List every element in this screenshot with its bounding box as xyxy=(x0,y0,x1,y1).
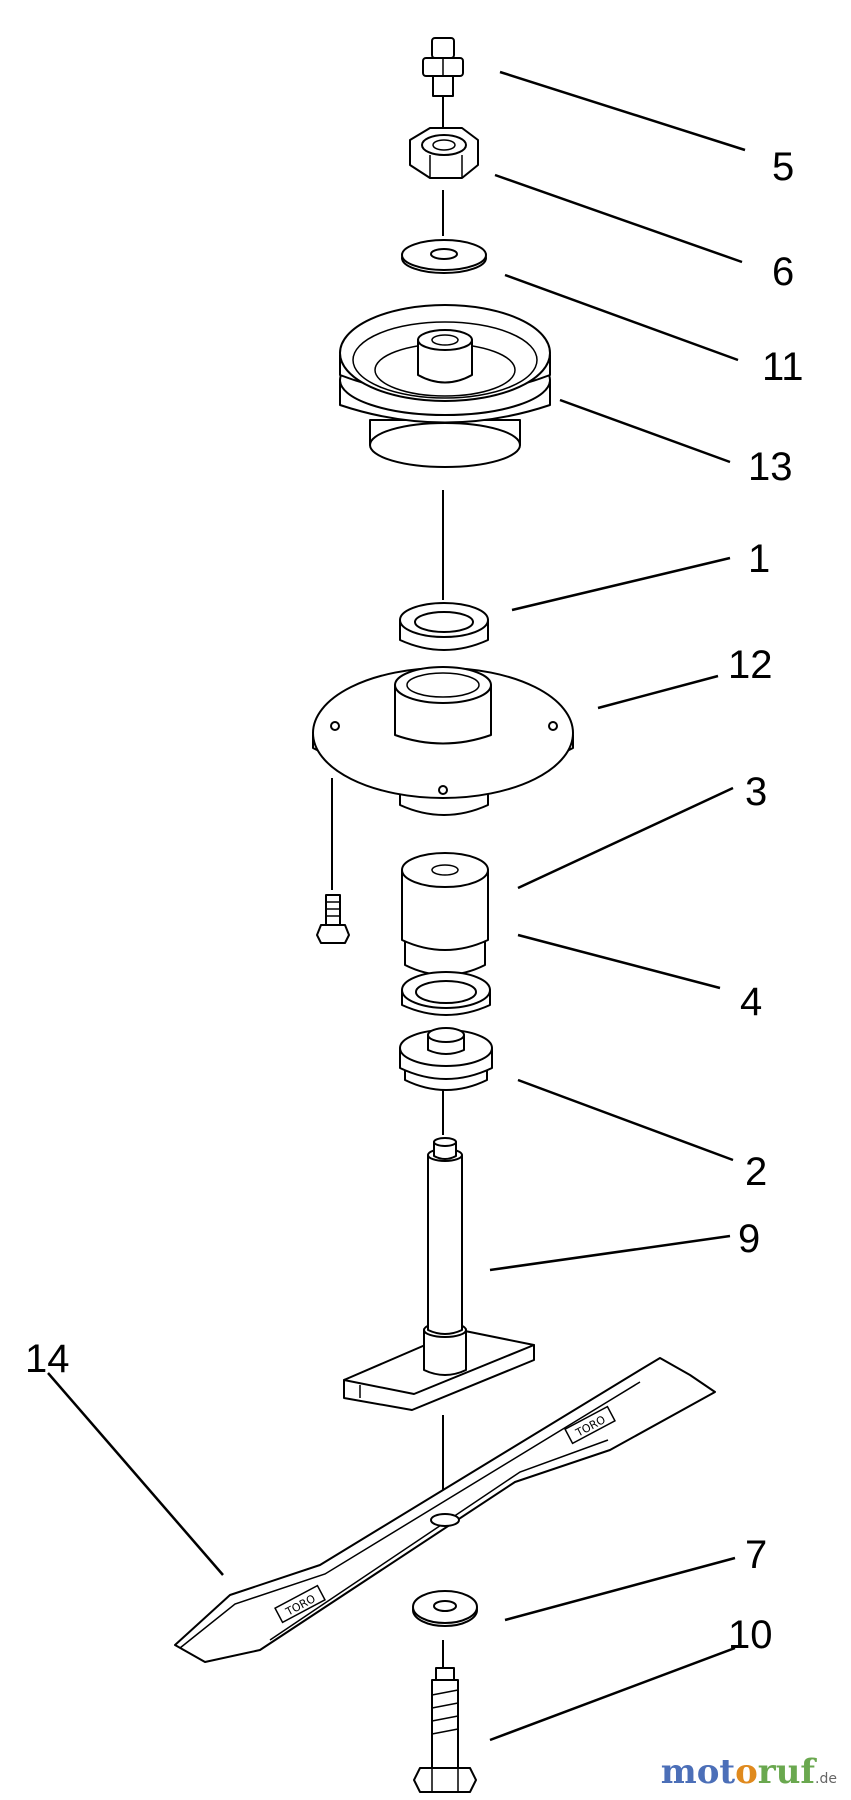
label-5: 5 xyxy=(772,145,794,189)
label-14: 14 xyxy=(25,1337,70,1381)
part-housing-screw xyxy=(316,894,350,944)
label-3: 3 xyxy=(745,770,767,814)
label-4: 4 xyxy=(740,980,762,1024)
label-2: 2 xyxy=(745,1150,767,1194)
part-bearing-lower xyxy=(401,971,491,1016)
part-seal xyxy=(399,1027,493,1091)
label-1: 1 xyxy=(748,537,770,581)
assembly-axis xyxy=(331,88,444,1668)
label-6: 6 xyxy=(772,250,794,294)
part-blade: TORO TORO xyxy=(174,1357,716,1663)
label-12: 12 xyxy=(728,643,773,687)
part-grease-fitting xyxy=(422,37,464,97)
label-13: 13 xyxy=(748,445,793,489)
watermark-part3: ruf xyxy=(757,1752,816,1792)
part-spindle-housing xyxy=(312,666,574,816)
leader-lines xyxy=(47,70,746,1742)
watermark-part1: mot xyxy=(660,1752,736,1792)
part-blade-washer xyxy=(412,1590,478,1627)
label-9: 9 xyxy=(738,1217,760,1261)
watermark-part2: o xyxy=(735,1752,758,1792)
part-blade-bolt xyxy=(413,1667,477,1793)
part-bearing-upper xyxy=(399,602,489,651)
callout-labels: 5 6 11 13 1 12 3 4 2 9 14 7 10 xyxy=(25,145,804,1657)
label-10: 10 xyxy=(728,1613,773,1657)
watermark-logo: motoruf.de xyxy=(661,1752,837,1792)
part-nut xyxy=(409,127,479,179)
watermark-suffix: .de xyxy=(815,1771,837,1787)
part-washer xyxy=(401,239,487,274)
part-spindle-shaft xyxy=(343,1137,535,1411)
label-7: 7 xyxy=(745,1533,767,1577)
part-pulley xyxy=(339,304,551,468)
label-11: 11 xyxy=(762,345,804,389)
part-spacer xyxy=(401,852,489,976)
